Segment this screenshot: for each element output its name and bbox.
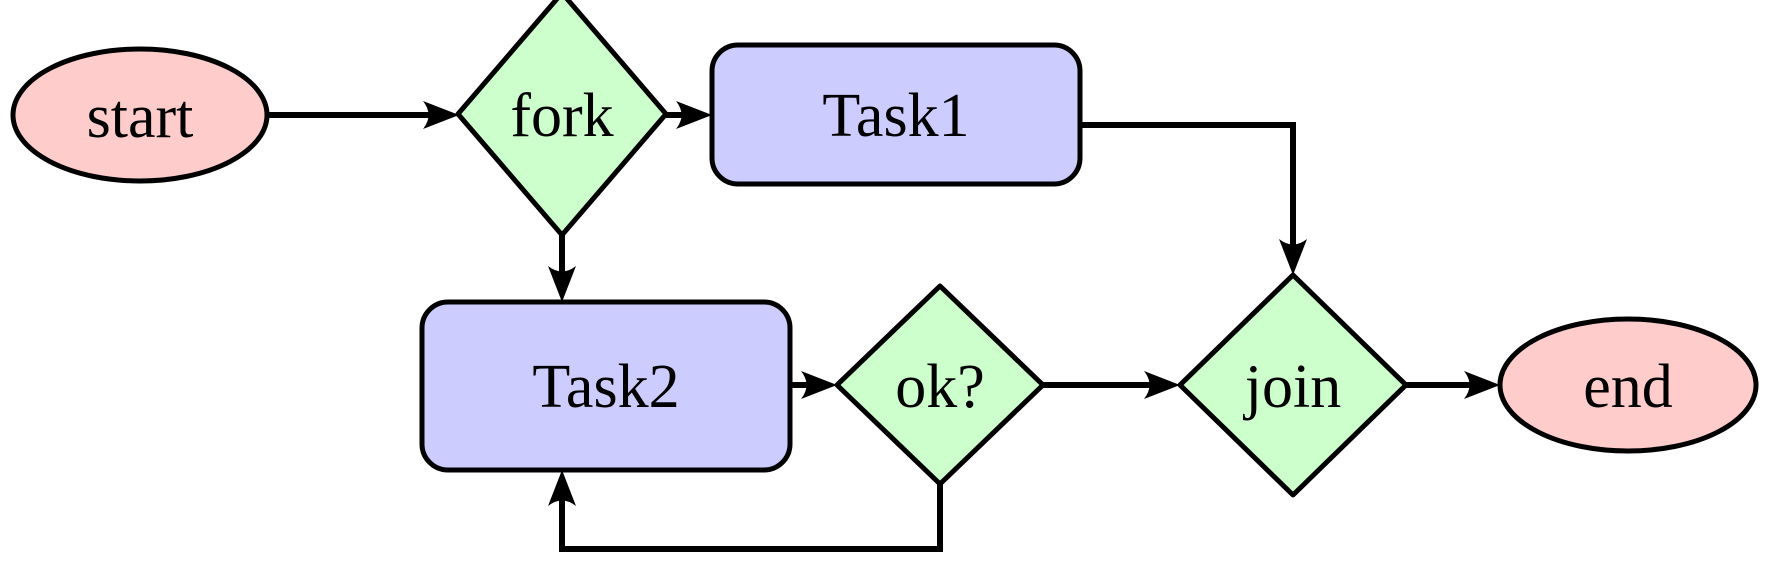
node-layer: start fork Task1 Task2 ok? (10, 0, 1759, 498)
node-ok[interactable]: ok? (834, 283, 1046, 487)
fork-diamond[interactable] (455, 0, 669, 238)
edge-layer (268, 101, 1500, 552)
edge-ok-join (1043, 371, 1180, 399)
edge-start-fork-arrowhead (423, 101, 459, 129)
edge-fork-task1 (666, 101, 712, 129)
edge-ok-task2-line (559, 484, 943, 552)
edge-start-fork (268, 101, 459, 129)
edge-ok-task2-arrowhead (548, 470, 576, 506)
start-ellipse[interactable] (10, 46, 270, 184)
edge-join-end (1406, 371, 1500, 399)
edge-fork-task2 (548, 235, 576, 302)
task1-box[interactable] (709, 42, 1083, 187)
node-join[interactable]: join (1177, 272, 1409, 498)
node-task2[interactable]: Task2 (419, 299, 793, 473)
ok-diamond[interactable] (834, 283, 1046, 487)
edge-join-end-arrowhead (1464, 371, 1500, 399)
end-ellipse[interactable] (1497, 316, 1759, 454)
edge-task2-ok-arrowhead (801, 371, 837, 399)
edge-ok-join-arrowhead (1144, 371, 1180, 399)
node-task1[interactable]: Task1 (709, 42, 1083, 187)
edge-task1-join-line (1080, 122, 1296, 256)
node-fork[interactable]: fork (455, 0, 669, 238)
edge-fork-task1-arrowhead (676, 101, 712, 129)
edge-task2-ok (790, 371, 837, 399)
edge-ok-task2 (548, 470, 943, 552)
task2-box[interactable] (419, 299, 793, 473)
edge-fork-task2-arrowhead (548, 266, 576, 302)
edge-task1-join (1080, 122, 1307, 275)
node-start[interactable]: start (10, 46, 270, 184)
node-end[interactable]: end (1497, 316, 1759, 454)
edge-task1-join-arrowhead (1279, 239, 1307, 275)
join-diamond[interactable] (1177, 272, 1409, 498)
